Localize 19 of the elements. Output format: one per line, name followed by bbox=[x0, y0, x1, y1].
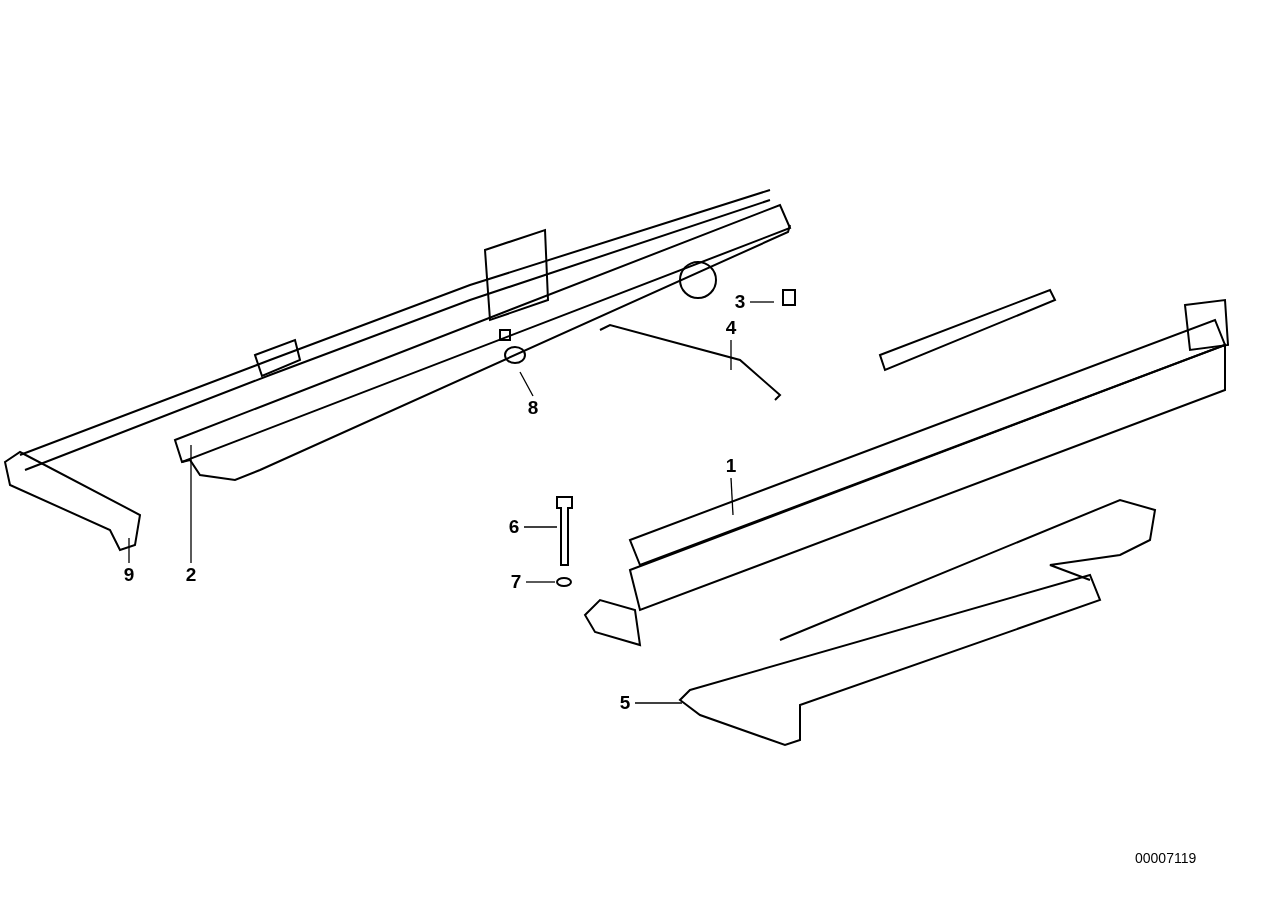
callout-number: 2 bbox=[183, 565, 199, 585]
leader-line bbox=[749, 301, 775, 303]
callout-number: 7 bbox=[508, 572, 524, 592]
callout-number: 5 bbox=[617, 693, 633, 713]
leader-line bbox=[730, 477, 734, 516]
callout-number: 4 bbox=[723, 318, 739, 338]
leader-line bbox=[634, 702, 683, 704]
leader-line bbox=[128, 537, 130, 564]
leader-line bbox=[730, 339, 732, 371]
leader-line bbox=[525, 581, 556, 583]
callout-number: 8 bbox=[525, 398, 541, 418]
callout-number: 1 bbox=[723, 456, 739, 476]
leader-line bbox=[519, 371, 534, 397]
drawing-number: 00007119 bbox=[1135, 850, 1197, 866]
callout-number: 9 bbox=[121, 565, 137, 585]
callout-number: 6 bbox=[506, 517, 522, 537]
leader-line bbox=[523, 526, 558, 528]
leader-line bbox=[190, 444, 192, 564]
callout-number: 3 bbox=[732, 292, 748, 312]
